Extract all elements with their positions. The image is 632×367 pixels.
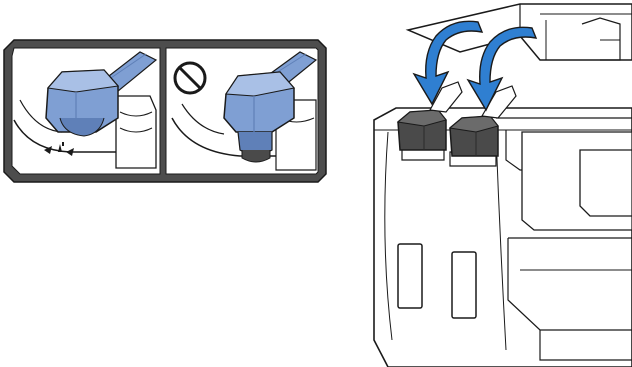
prohibited-icon [175, 63, 205, 93]
ink-tank-window-2 [452, 252, 476, 318]
ink-tank-cap-1 [398, 110, 446, 150]
ink-tank-cap-2 [450, 116, 498, 156]
printer-illustration [374, 4, 632, 367]
ink-tank-window-1 [398, 244, 422, 308]
inset-panel [4, 40, 326, 182]
